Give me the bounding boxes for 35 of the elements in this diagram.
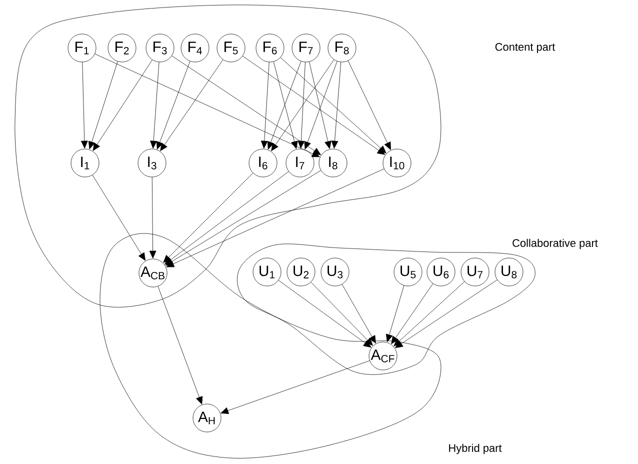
arrow xyxy=(158,286,203,404)
arrow xyxy=(395,280,498,348)
arrow xyxy=(309,62,332,149)
arrow xyxy=(220,360,370,414)
arrow xyxy=(310,282,373,346)
arrow xyxy=(149,177,156,258)
arrow xyxy=(160,60,224,152)
arrow xyxy=(304,61,338,150)
arrow xyxy=(273,62,298,149)
arrow xyxy=(165,170,322,266)
arrow xyxy=(386,285,404,342)
arrow xyxy=(150,62,160,149)
arrow xyxy=(156,61,190,150)
arrow xyxy=(88,61,118,150)
arrow xyxy=(348,60,391,150)
region-label: Hybrid part xyxy=(449,444,502,454)
arrow xyxy=(242,56,386,155)
arrow xyxy=(92,174,146,261)
arrow xyxy=(81,62,88,148)
arrow xyxy=(92,60,152,151)
arrow xyxy=(278,280,372,348)
arrow xyxy=(260,62,270,149)
arrow xyxy=(342,284,376,344)
arrow xyxy=(94,54,320,158)
arrow xyxy=(394,281,465,346)
arrow xyxy=(271,60,334,152)
arrow xyxy=(331,62,342,149)
arrow xyxy=(172,56,321,156)
arrow xyxy=(166,168,384,268)
arrow xyxy=(298,62,306,149)
region-label: Collaborative part xyxy=(512,238,598,250)
arrow xyxy=(267,61,302,150)
arrow xyxy=(391,283,434,344)
region-label: Content part xyxy=(495,43,556,53)
arrow xyxy=(280,57,386,154)
